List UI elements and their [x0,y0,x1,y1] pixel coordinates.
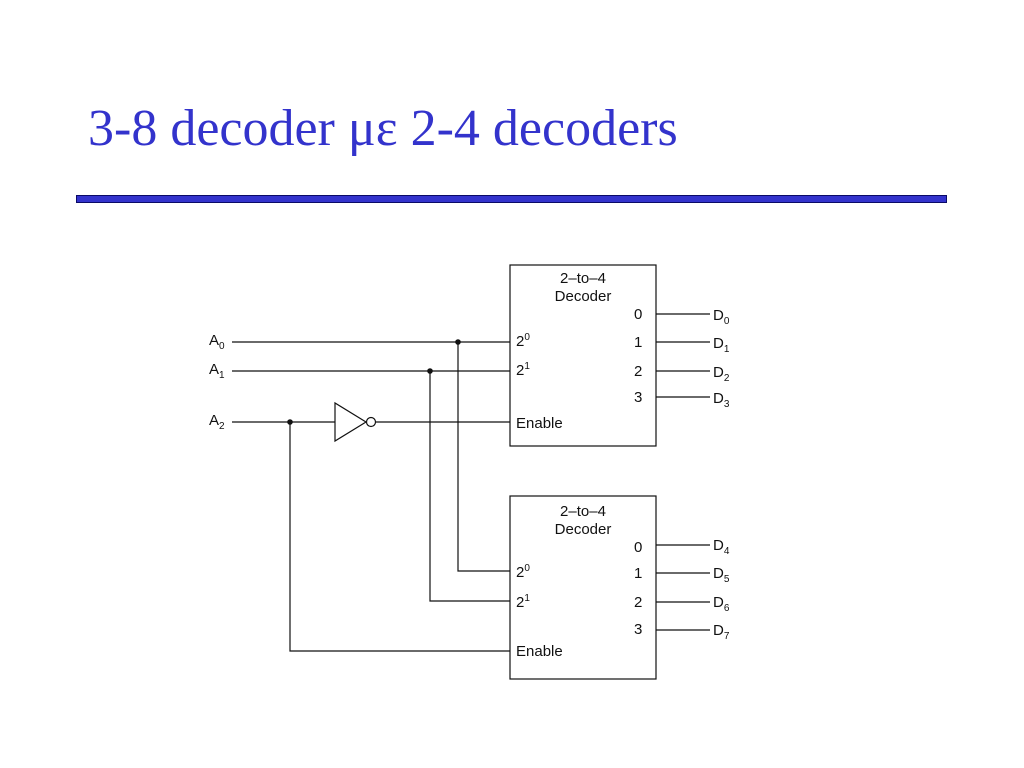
decoder-1-out-pin-3: 3 [634,389,642,406]
junction-dot-a1 [427,368,433,374]
title-underline [76,195,947,203]
output-label-d5: D5 [713,565,730,585]
output-label-d2: D2 [713,364,730,384]
inverter-gate [334,401,368,443]
decoder-2-title-line1: 2–to–4 [560,503,606,520]
output-label-d4: D4 [713,537,730,557]
wire-a2-to-decoder-2-enable [289,422,510,652]
decoder-2-out-pin-3: 3 [634,621,642,638]
slide-title: 3-8 decoder με 2-4 decoders [88,100,678,157]
output-label-d1: D1 [713,335,730,355]
decoder-2-out-pin-2: 2 [634,594,642,611]
decoder-2-input-2-1: 21 [516,593,530,611]
inverter-bubble [365,416,377,428]
decoder-1-box [509,264,657,447]
junction-dot-a0 [455,339,461,345]
decoder-1-title-line2: Decoder [555,288,612,305]
decoder-2-out-pin-0: 0 [634,539,642,556]
decoder-1-out-pin-1: 1 [634,334,642,351]
output-label-d6: D6 [713,594,730,614]
output-label-d7: D7 [713,622,730,642]
junction-dot-a2 [287,419,293,425]
wire-a1-to-decoder-2 [429,371,510,602]
output-label-d3: D3 [713,390,730,410]
output-label-d0: D0 [713,307,730,327]
decoder-1-out-pin-0: 0 [634,306,642,323]
decoder-1-out-pin-2: 2 [634,363,642,380]
decoder-2-input-2-0: 20 [516,563,530,581]
decoder-1-enable-label: Enable [516,415,563,432]
wire-a0-to-decoder-2 [457,342,510,572]
decoder-1-title-line1: 2–to–4 [560,270,606,287]
input-label-a0: A0 [209,332,225,352]
decoder-1-input-2-0: 20 [516,332,530,350]
input-label-a2: A2 [209,412,225,432]
decoder-2-out-pin-1: 1 [634,565,642,582]
decoder-1-input-2-1: 21 [516,361,530,379]
decoder-2-box [509,495,657,680]
decoder-2-enable-label: Enable [516,643,563,660]
input-label-a1: A1 [209,361,225,381]
decoder-2-title-line2: Decoder [555,521,612,538]
